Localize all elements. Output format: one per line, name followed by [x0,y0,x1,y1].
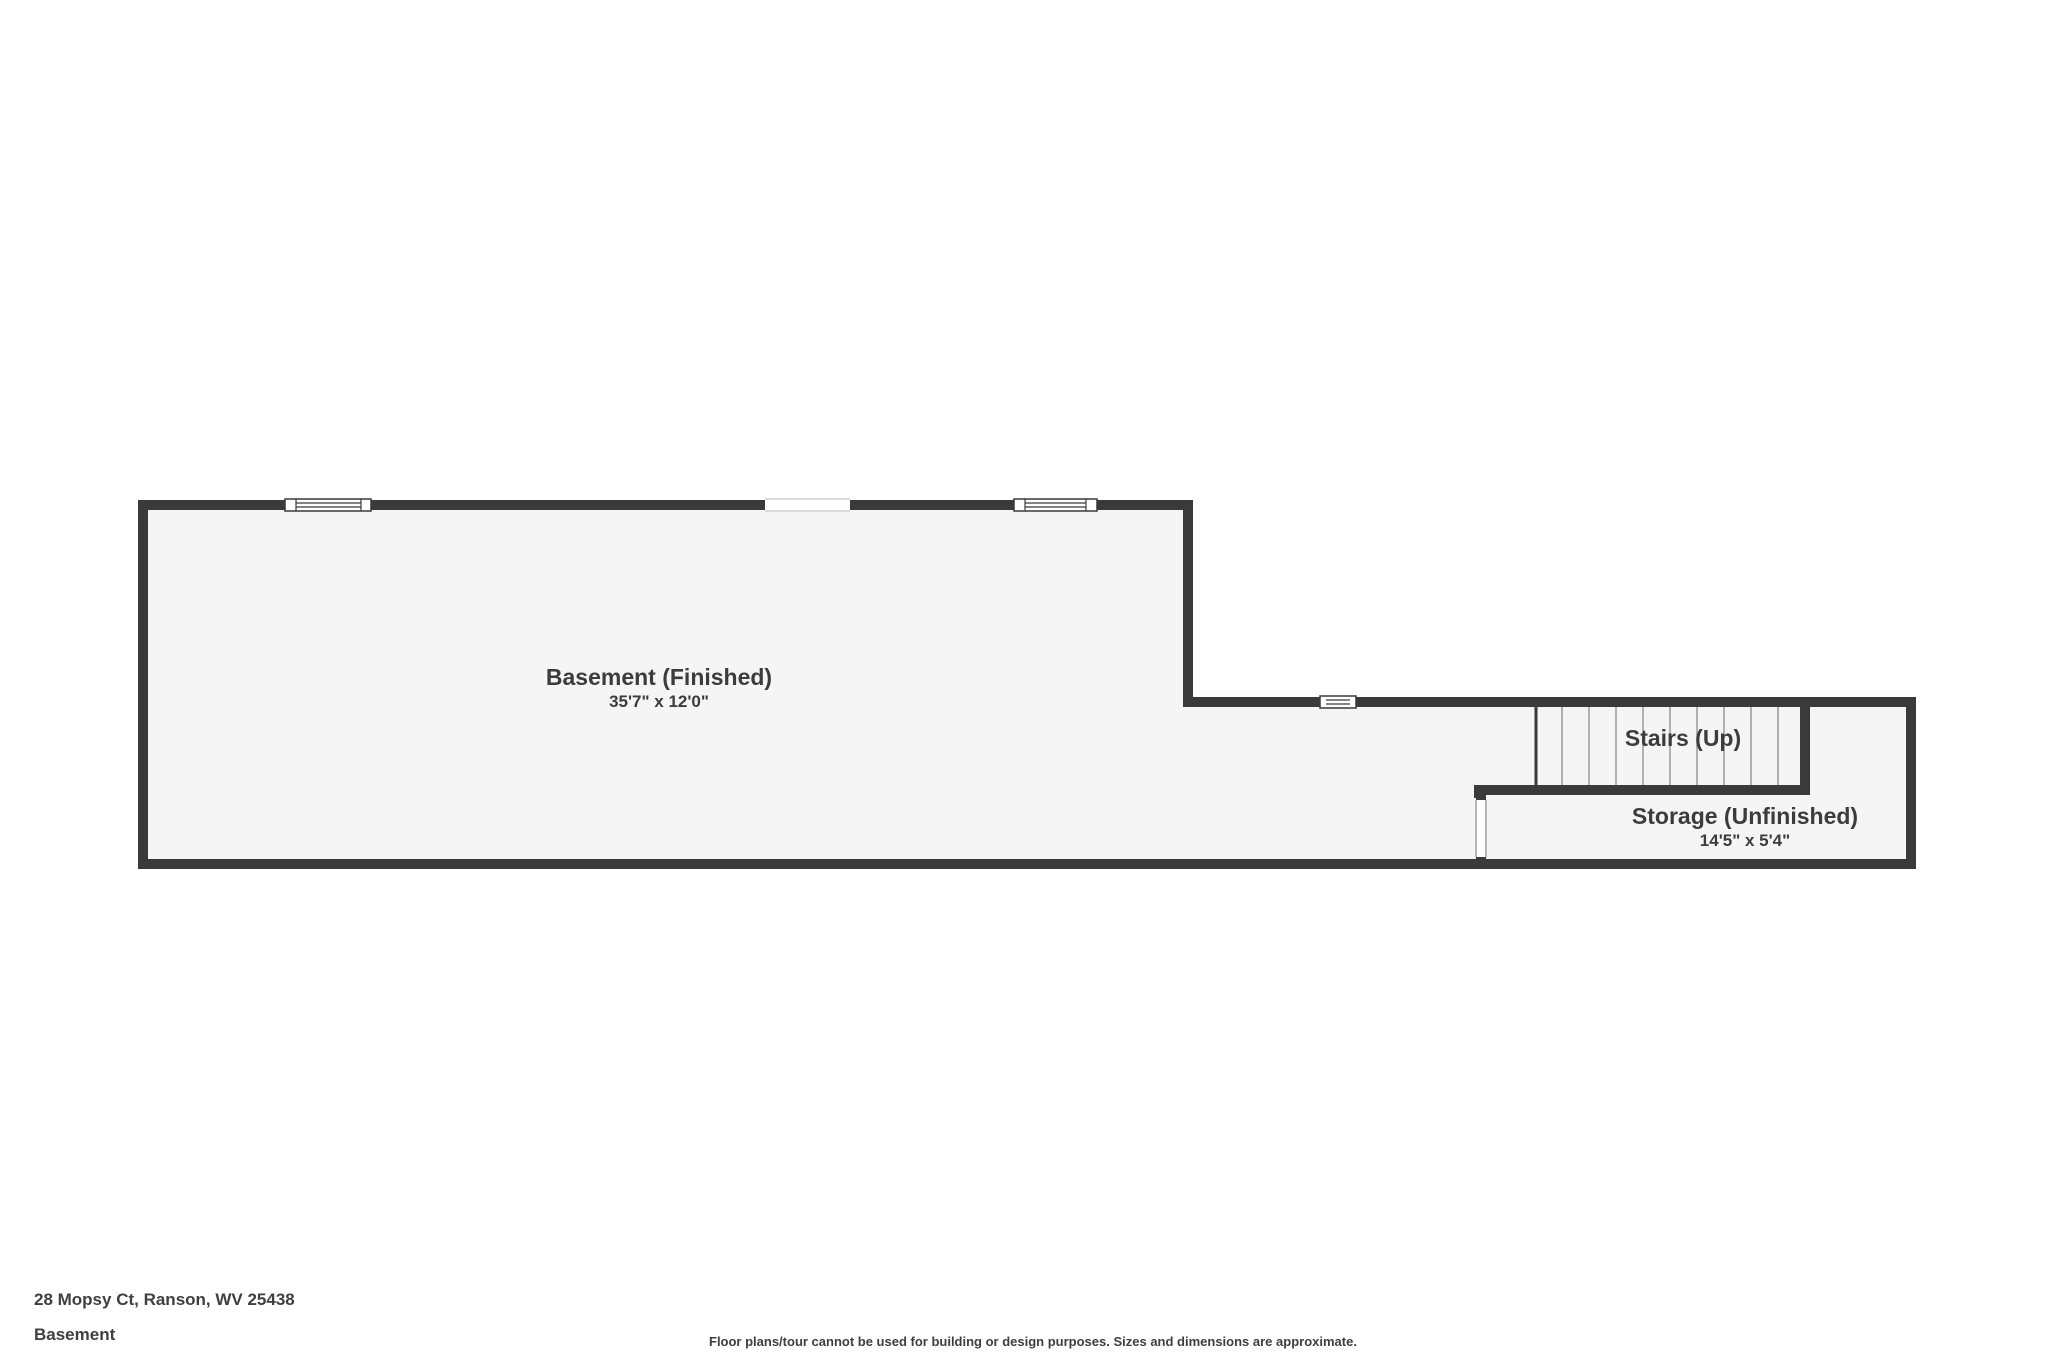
wall-opening [765,498,850,512]
storage-door [1475,800,1487,857]
room-label-stairs: Stairs (Up) [1625,724,1741,752]
room-name: Basement (Finished) [545,664,773,690]
disclaimer: Floor plans/tour cannot be used for buil… [709,1334,1357,1349]
floor-name: Basement [34,1325,116,1344]
stair-treads [1561,706,1779,786]
room-name: Storage (Unfinished) [1631,803,1859,829]
window [284,498,372,512]
room-label-storage: Storage (Unfinished) 14'5" x 5'4" [1632,802,1858,852]
window [1319,695,1357,709]
room-name: Stairs (Up) [1624,725,1742,751]
room-dimensions: 14'5" x 5'4" [1699,831,1791,850]
property-address: 28 Mopsy Ct, Ranson, WV 25438 [34,1290,295,1309]
window [1013,498,1098,512]
room-dimensions: 35'7" x 12'0" [609,692,709,711]
room-label-basement: Basement (Finished) 35'7" x 12'0" [546,663,772,713]
exterior-wall [138,500,1916,869]
floor-area [140,506,1913,865]
